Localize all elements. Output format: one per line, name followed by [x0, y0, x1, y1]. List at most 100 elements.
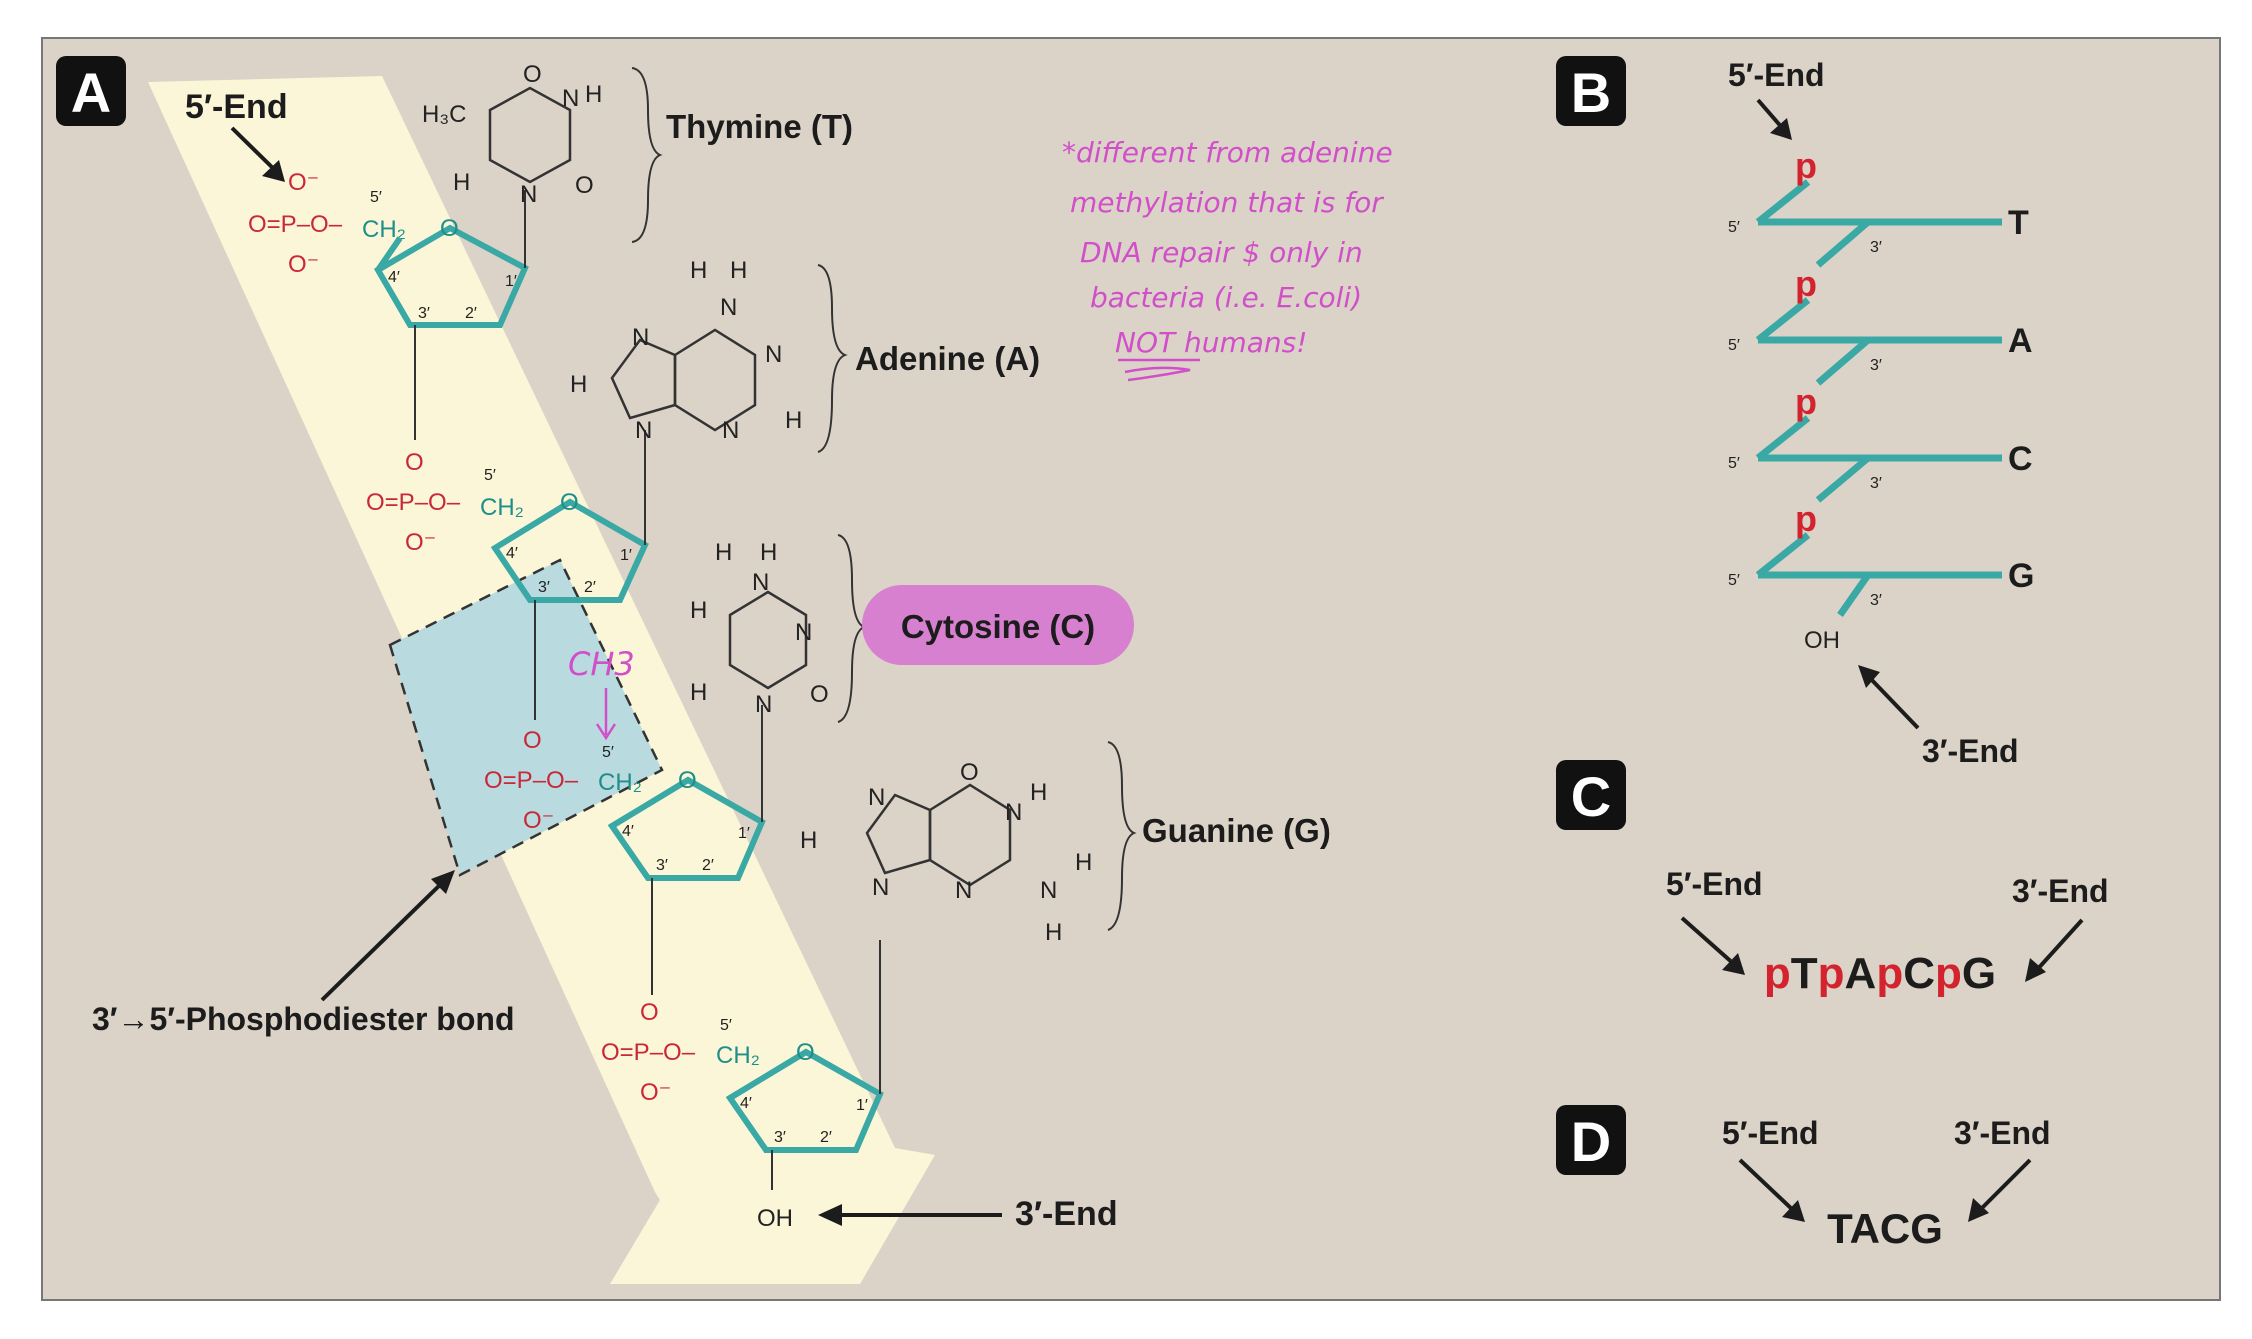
svg-text:N: N	[872, 874, 889, 901]
svg-text:1′: 1′	[856, 1097, 868, 1114]
svg-text:3′: 3′	[656, 857, 668, 874]
svg-text:H: H	[690, 257, 707, 284]
svg-text:H: H	[690, 597, 707, 624]
svg-text:3′: 3′	[1870, 475, 1882, 492]
svg-text:3′: 3′	[1870, 592, 1882, 609]
svg-text:bacteria (i.e. E.coli): bacteria (i.e. E.coli)	[1090, 281, 1362, 314]
svg-text:H: H	[785, 407, 802, 434]
svg-text:p: p	[1795, 145, 1817, 186]
svg-text:2′: 2′	[584, 579, 596, 596]
svg-text:DNA repair $ only in: DNA repair $ only in	[1080, 236, 1363, 269]
svg-text:4′: 4′	[622, 823, 634, 840]
panel-d-sequence: TACG	[1827, 1205, 1943, 1252]
svg-text:H: H	[800, 827, 817, 854]
svg-text:O: O	[523, 727, 542, 754]
nucleotide-4-backbone: O O=P–O– O⁻ 5′ CH₂ O 4′ 3′ 2′ 1′	[601, 940, 884, 1190]
svg-text:CH₂: CH₂	[480, 494, 524, 521]
cytosine-structure: H H N H N H O N	[690, 539, 829, 718]
svg-text:H: H	[570, 371, 587, 398]
svg-text:5′: 5′	[1728, 337, 1740, 354]
svg-text:C: C	[2008, 440, 2033, 478]
three-end-label-a: 3′-End	[1015, 1195, 1118, 1233]
panel-b-strand	[1755, 179, 2002, 618]
svg-text:O⁻: O⁻	[405, 529, 436, 556]
svg-text:N: N	[752, 569, 769, 596]
svg-text:5′: 5′	[1728, 572, 1740, 589]
svg-text:N: N	[632, 324, 649, 351]
svg-text:C: C	[1571, 765, 1611, 828]
svg-text:O: O	[678, 767, 697, 794]
svg-text:5′: 5′	[1728, 455, 1740, 472]
svg-text:3′: 3′	[774, 1129, 786, 1146]
panel-c-tag: C	[1556, 760, 1626, 830]
three-end-arrow-b	[1866, 674, 1920, 730]
svg-text:3′: 3′	[1870, 239, 1882, 256]
guanine-structure: O N H N H N N N H H	[800, 759, 1092, 946]
svg-text:O: O	[960, 759, 979, 786]
svg-text:1′: 1′	[738, 825, 750, 842]
svg-text:methylation that is for: methylation that is for	[1070, 186, 1384, 219]
svg-text:H: H	[585, 81, 602, 108]
svg-text:O: O	[810, 681, 829, 708]
svg-text:H: H	[730, 257, 747, 284]
svg-text:4′: 4′	[740, 1095, 752, 1112]
svg-text:H₃C: H₃C	[422, 101, 466, 128]
five-end-label-d: 5′-End	[1722, 1115, 1819, 1151]
three-end-arrow-d	[1976, 1158, 2032, 1214]
svg-text:O=P–O–: O=P–O–	[601, 1039, 696, 1066]
svg-text:N: N	[562, 85, 579, 112]
svg-text:H: H	[453, 169, 470, 196]
thymine-label: Thymine (T)	[666, 108, 853, 145]
oh-three-prime-a: OH	[757, 1205, 793, 1232]
svg-text:N: N	[955, 877, 972, 904]
svg-text:CH₂: CH₂	[598, 769, 642, 796]
svg-text:A: A	[2008, 322, 2033, 360]
svg-text:H: H	[760, 539, 777, 566]
svg-text:O: O	[440, 215, 459, 242]
svg-text:CH₂: CH₂	[716, 1042, 760, 1069]
panel-c-sequence: pTpApCpG	[1764, 949, 1996, 998]
svg-text:O: O	[560, 489, 579, 516]
svg-text:B: B	[1571, 61, 1611, 124]
five-end-label-a: 5′-End	[185, 88, 288, 126]
svg-text:O⁻: O⁻	[288, 251, 319, 278]
svg-text:5′: 5′	[720, 1017, 732, 1034]
thymine-structure: O N H O N H H₃C	[422, 61, 602, 208]
svg-text:NOT humans!: NOT humans!	[1115, 326, 1307, 359]
svg-text:N: N	[765, 341, 782, 368]
svg-text:N: N	[1005, 799, 1022, 826]
svg-text:T: T	[2008, 204, 2029, 242]
panel-b-phosphates: p p p p	[1795, 145, 1817, 539]
panel-b-primes: 5′ 5′ 5′ 5′ 3′ 3′ 3′ 3′	[1728, 219, 1882, 609]
three-end-label-b: 3′-End	[1922, 733, 2019, 769]
svg-text:O=P–O–: O=P–O–	[366, 489, 461, 516]
svg-text:N: N	[1040, 877, 1057, 904]
phosphodiester-arrow	[320, 878, 447, 1002]
svg-text:N: N	[520, 181, 537, 208]
svg-text:5′: 5′	[484, 467, 496, 484]
svg-text:5′: 5′	[602, 744, 614, 761]
three-end-arrow-c	[2033, 918, 2084, 974]
svg-text:N: N	[755, 691, 772, 718]
svg-text:O=P–O–: O=P–O–	[484, 767, 579, 794]
svg-text:H: H	[715, 539, 732, 566]
svg-text:p: p	[1795, 263, 1817, 304]
nucleotide-1-backbone: O⁻ O=P–O– O⁻ 5′ CH₂ O 4′ 3′ 2′ 1′	[248, 169, 529, 440]
svg-text:*different from adenine: *different from adenine	[1062, 136, 1393, 169]
panel-d-tag: D	[1556, 1105, 1626, 1175]
panel-b-bases: T A C G	[2008, 204, 2034, 595]
svg-text:H: H	[690, 679, 707, 706]
svg-text:5′: 5′	[370, 189, 382, 206]
svg-text:1′: 1′	[505, 273, 517, 290]
nucleotide-3-backbone: O O=P–O– O⁻ 5′ CH₂ O 4′ 3′ 2′ 1′	[484, 705, 766, 995]
svg-text:N: N	[868, 784, 885, 811]
cytosine-label: Cytosine (C)	[901, 608, 1095, 645]
panel-a-tag: A	[56, 56, 126, 126]
adenine-structure: H H N N N H N H N	[570, 257, 802, 444]
phosphodiester-highlight-box	[388, 558, 664, 877]
svg-text:O⁻: O⁻	[288, 169, 319, 196]
five-end-arrow-c	[1680, 916, 1737, 967]
svg-text:4′: 4′	[388, 269, 400, 286]
